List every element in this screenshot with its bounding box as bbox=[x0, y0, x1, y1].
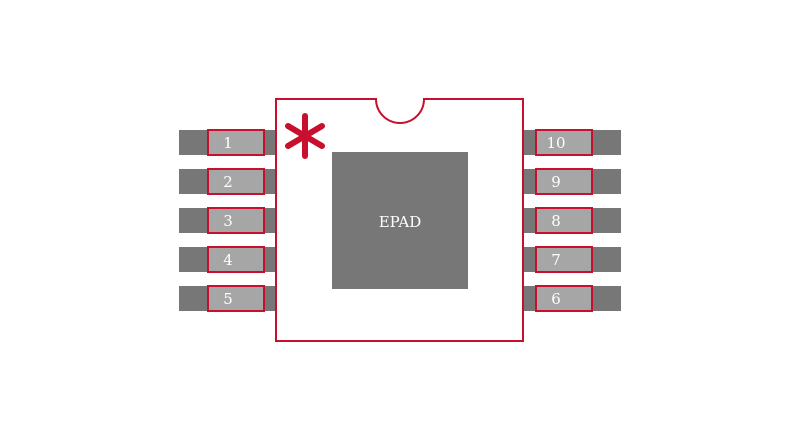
pad-10 bbox=[535, 129, 593, 156]
pin-label-7: 7 bbox=[551, 251, 561, 269]
pin-label-2: 2 bbox=[223, 173, 233, 191]
pad-9 bbox=[535, 168, 593, 195]
pin-label-1: 1 bbox=[223, 134, 233, 152]
pad-6 bbox=[535, 285, 593, 312]
pin-label-8: 8 bbox=[551, 212, 561, 230]
pad-7 bbox=[535, 246, 593, 273]
pad-1 bbox=[207, 129, 265, 156]
pin-label-5: 5 bbox=[223, 290, 233, 308]
left-pads: 1 2 3 4 5 bbox=[207, 129, 265, 312]
pin-label-6: 6 bbox=[551, 290, 561, 308]
pad-4 bbox=[207, 246, 265, 273]
epad-label: EPAD bbox=[379, 213, 422, 231]
pin-label-3: 3 bbox=[223, 212, 233, 230]
pad-5 bbox=[207, 285, 265, 312]
pin-label-9: 9 bbox=[551, 173, 561, 191]
epad bbox=[332, 152, 468, 289]
pad-8 bbox=[535, 207, 593, 234]
pin-label-10: 10 bbox=[546, 134, 565, 152]
asterisk-icon bbox=[285, 113, 325, 159]
right-pads: 10 9 8 7 6 bbox=[535, 129, 593, 312]
package-outline bbox=[275, 98, 524, 342]
pad-2 bbox=[207, 168, 265, 195]
pin-label-4: 4 bbox=[223, 251, 233, 269]
pad-3 bbox=[207, 207, 265, 234]
